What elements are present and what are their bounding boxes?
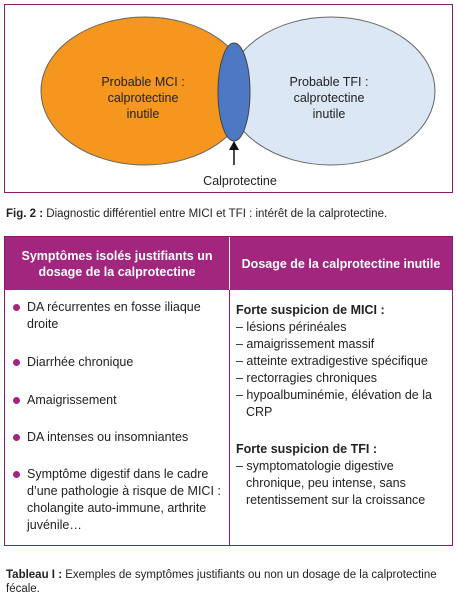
list-item: – hypoalbuminémie, élévation de la CRP [236,388,432,419]
list-item: Amaigrissement [13,392,223,409]
tfi-suspicion-title: Forte suspicion de TFI : [236,442,377,456]
list-item: – rectorragies chroniques [236,371,378,385]
figure-caption-text: Diagnostic différentiel entre MICI et TF… [43,208,388,220]
overlap-region [217,42,251,142]
table-header: Symptômes isolés justifiants un dosage d… [5,237,452,290]
symptoms-column: DA récurrentes en fosse iliaque droite D… [5,290,230,545]
symptoms-table: Symptômes isolés justifiants un dosage d… [4,236,453,546]
list-item: – atteinte extradigestive spécifique [236,354,428,368]
table-caption-text: Exemples de symptômes justifiants ou non… [6,569,437,595]
list-item: Diarrhée chronique [13,354,223,371]
mci-suspicion-title: Forte suspicion de MICI : [236,303,385,317]
list-item: – amaigrissement massif [236,337,375,351]
header-right: Dosage de la calprotectine inutile [241,256,441,271]
bullet-icon [13,397,20,404]
tfi-label: Probable TFI : calprotectine inutile [289,75,369,121]
bullet-icon [13,304,20,311]
header-left: Symptômes isolés justifiants un dosage d… [5,237,230,290]
list-item: DA intenses ou insomniantes [13,429,223,446]
bullet-icon [13,471,20,478]
list-item: Symptôme digestif dans le cadre d’une pa… [13,466,223,534]
arrow-head [229,141,239,150]
unnecessary-column: Forte suspicion de MICI : – lésions péri… [230,290,452,545]
bullet-icon [13,434,20,441]
list-item: – lésions périnéales [236,320,347,334]
mci-label: Probable MCI : calprotectine inutile [101,75,185,121]
venn-diagram [40,16,436,166]
figure-caption: Fig. 2 : Diagnostic différentiel entre M… [6,207,453,221]
figure-caption-prefix: Fig. 2 : [6,208,44,220]
table-caption-prefix: Tableau I : [6,569,63,581]
bullet-icon [13,359,20,366]
calprotectine-label: Calprotectine [203,174,277,188]
list-item: DA récurrentes en fosse iliaque droite [13,299,223,333]
table-body: DA récurrentes en fosse iliaque droite D… [5,290,452,545]
table-caption: Tableau I : Exemples de symptômes justif… [6,568,453,596]
list-item: – symptomatologie digestive chronique, p… [236,459,426,507]
venn-figure: Probable MCI : calprotectine inutile Pro… [4,4,453,193]
